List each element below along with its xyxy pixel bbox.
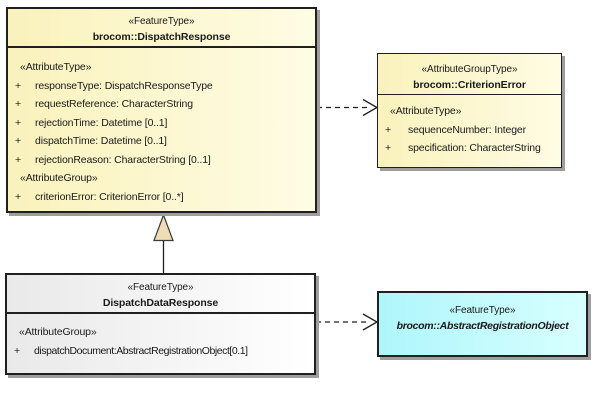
- section-heading: «AttributeGroup»: [20, 172, 98, 184]
- stereotype-label: «FeatureType»: [128, 16, 195, 27]
- attribute-text: sequenceNumber: Integer: [408, 123, 526, 136]
- stereotype-label: «FeatureType»: [127, 282, 194, 293]
- visibility-sign: +: [14, 344, 21, 357]
- visibility-sign: +: [15, 98, 22, 110]
- attribute-text: rejectionReason: CharacterString [0..1]: [35, 153, 211, 166]
- stereotype-label: «AttributeGroupType»: [421, 64, 518, 75]
- attribute-text: requestReference: CharacterString: [35, 98, 193, 110]
- class-criterion-error: «AttributeGroupType» brocom::CriterionEr…: [377, 53, 562, 168]
- class-dispatch-data-response: «FeatureType» DispatchDataResponse «Attr…: [5, 273, 316, 375]
- attribute-row: + sequenceNumber: Integer: [378, 121, 561, 140]
- class-header: «FeatureType» DispatchDataResponse: [7, 275, 314, 314]
- attribute-row: + rejectionReason: CharacterString [0..1…: [8, 151, 315, 170]
- attribute-text: dispatchTime: Datetime [0..1]: [35, 135, 167, 147]
- dependency-connector-abstract-registration-object: [316, 313, 379, 331]
- section-heading: «AttributeType»: [390, 105, 462, 117]
- class-name: brocom::AbstractRegistrationObject: [396, 320, 569, 332]
- attribute-row: + responseType: DispatchResponseType: [8, 77, 315, 96]
- attribute-text: specification: CharacterString: [408, 142, 541, 154]
- attribute-row: + criterionError: CriterionError [0..*]: [8, 188, 315, 207]
- dependency-connector-criterion-error: [317, 98, 379, 117]
- visibility-sign: +: [385, 142, 392, 154]
- attribute-row: + specification: CharacterString: [378, 139, 561, 158]
- attribute-text: rejectionTime: Datetime [0..1]: [35, 116, 168, 129]
- generalization-triangle-icon: [153, 213, 174, 242]
- attribute-text: dispatchDocument:AbstractRegistrationObj…: [34, 344, 248, 357]
- visibility-sign: +: [15, 153, 22, 166]
- section-heading: «AttributeType»: [20, 61, 92, 73]
- attribute-row: + dispatchTime: Datetime [0..1]: [8, 132, 315, 151]
- class-header: «FeatureType» brocom::DispatchResponse: [8, 9, 315, 48]
- attribute-row: + dispatchDocument:AbstractRegistrationO…: [7, 342, 314, 361]
- class-dispatch-response: «FeatureType» brocom::DispatchResponse «…: [6, 7, 317, 213]
- visibility-sign: +: [15, 135, 22, 147]
- attribute-text: criterionError: CriterionError [0..*]: [35, 190, 184, 203]
- visibility-sign: +: [15, 79, 22, 92]
- attribute-row: + requestReference: CharacterString: [8, 95, 315, 114]
- generalization-connector: [153, 213, 174, 273]
- attribute-text: responseType: DispatchResponseType: [35, 79, 213, 92]
- attribute-row: + rejectionTime: Datetime [0..1]: [8, 114, 315, 133]
- visibility-sign: +: [15, 190, 22, 203]
- class-name: DispatchDataResponse: [102, 297, 219, 309]
- stereotype-label: «FeatureType»: [449, 305, 516, 316]
- class-header: «AttributeGroupType» brocom::CriterionEr…: [378, 54, 561, 95]
- class-abstract-registration-object: «FeatureType» brocom::AbstractRegistrati…: [377, 291, 588, 357]
- visibility-sign: +: [385, 123, 392, 136]
- section-heading: «AttributeGroup»: [19, 326, 97, 338]
- visibility-sign: +: [15, 116, 22, 129]
- class-name: brocom::DispatchResponse: [92, 31, 231, 43]
- class-name: brocom::CriterionError: [413, 79, 526, 91]
- class-header: «FeatureType» brocom::AbstractRegistrati…: [379, 293, 586, 335]
